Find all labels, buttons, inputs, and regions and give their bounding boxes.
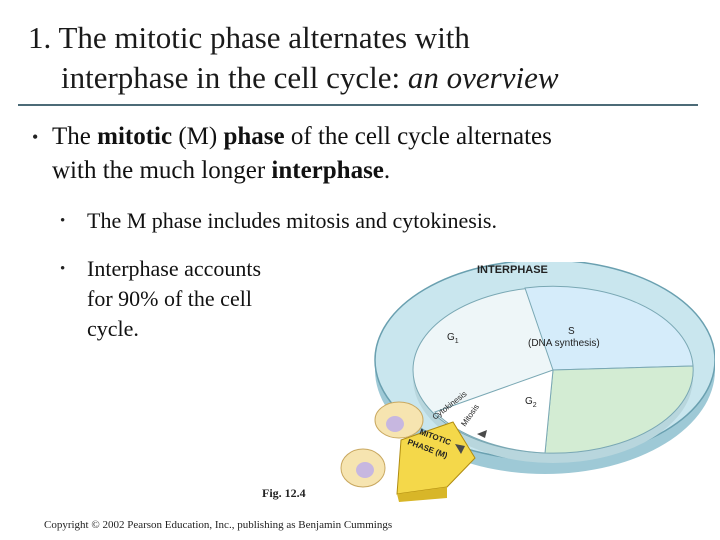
arrow-icon	[477, 430, 487, 438]
bullet-mitotic-phase: • The mitotic (M) phase of the cell cycl…	[32, 120, 702, 188]
mitotic-phase-wedge	[396, 421, 476, 495]
s-sector	[524, 285, 694, 371]
bullet-bold-mitotic: mitotic	[97, 123, 173, 150]
figure-label: Fig. 12.4	[262, 486, 306, 500]
bullet-bold-interphase: interphase	[271, 157, 384, 184]
bullet-line-2: with the much longer interphase.	[32, 154, 702, 188]
title-line-2-text: interphase in the cell cycle:	[61, 60, 408, 95]
bullet-bold-phase: phase	[223, 123, 285, 150]
sub-bullet-m-phase: • The M phase includes mitosis and cytok…	[60, 206, 660, 236]
title-line-2-italic: an overview	[407, 60, 559, 95]
title-divider	[18, 104, 698, 106]
bullet-text-the: The	[52, 123, 98, 150]
m-sector	[434, 369, 554, 454]
mitosis-band	[450, 405, 500, 434]
sub-bullet-interphase-line-1: Interphase accounts	[87, 256, 262, 281]
cell-left-nucleus	[386, 416, 404, 432]
title-line-1: 1. The mitotic phase alternates with	[28, 20, 470, 55]
sub-bullet-m-phase-text: The M phase includes mitosis and cytokin…	[87, 208, 497, 233]
bullet-line-1: The mitotic (M) phase of the cell cycle …	[32, 120, 702, 154]
label-g1-sub: 1	[455, 338, 459, 345]
arrow-icon	[455, 444, 465, 454]
sub-bullet-interphase-line-2: for 90% of the cell	[87, 286, 252, 311]
g2-sector	[544, 365, 694, 454]
label-dna-synthesis: (DNA synthesis)	[528, 338, 600, 349]
label-g1-main: G	[447, 332, 455, 343]
bullet-dot: •	[32, 127, 39, 147]
label-g2-sub: 2	[533, 402, 537, 409]
label-g2: G2	[525, 396, 537, 409]
cell-cycle-diagram: INTERPHASE G1 S (DNA synthesis) G2 Cytok…	[340, 259, 716, 502]
slide-title: 1. The mitotic phase alternates with int…	[28, 18, 708, 98]
bullet-line-2-end: .	[383, 157, 391, 184]
label-s: S	[568, 326, 575, 337]
bullet-text-rest: of the cell cycle alternates	[284, 123, 552, 150]
sub-bullet-dot: •	[60, 261, 66, 277]
label-g2-main: G	[525, 396, 533, 407]
bullet-line-2-text: with the much longer	[52, 157, 272, 184]
sub-bullet-interphase: • Interphase accounts for 90% of the cel…	[60, 254, 340, 344]
mitotic-wedge-side	[397, 487, 447, 502]
label-g1: G1	[447, 332, 459, 345]
ring-label-interphase: INTERPHASE	[477, 264, 548, 276]
cell-cycle-figure: INTERPHASE G1 S (DNA synthesis) G2 Cytok…	[335, 259, 716, 502]
title-line-2: interphase in the cell cycle: an overvie…	[28, 58, 708, 98]
sub-bullet-interphase-line-3: cycle.	[87, 316, 139, 341]
cell-daughter-nucleus	[356, 462, 374, 478]
bullet-text-m: (M)	[172, 123, 224, 150]
copyright-notice: Copyright © 2002 Pearson Education, Inc.…	[44, 519, 393, 531]
sub-bullet-dot: •	[60, 213, 66, 229]
